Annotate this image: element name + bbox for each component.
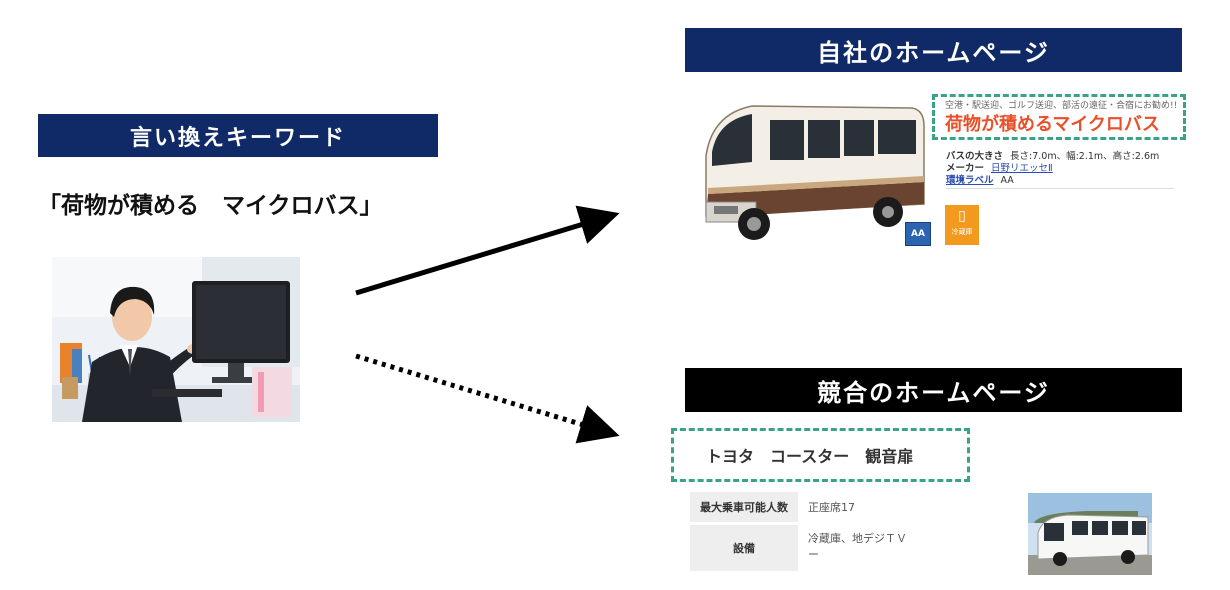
table-row: 最大乗車可能人数 正座席17 — [690, 492, 920, 522]
spec-size: バスの大きさ 長さ:7.0m、幅:2.1m、高さ:2.6m — [946, 148, 1159, 162]
table-cell: 正座席17 — [808, 501, 855, 514]
spec-maker: メーカー 日野リエッセⅡ — [946, 160, 1053, 174]
fridge-label: 冷蔵庫 — [951, 228, 973, 236]
competitor-bus-photo — [1028, 493, 1152, 575]
own-homepage-banner: 自社のホームページ — [685, 28, 1182, 72]
spec-key: バスの大きさ — [946, 151, 1004, 162]
refrigerator-icon: ▯ 冷蔵庫 — [945, 205, 979, 245]
arrow-solid — [355, 205, 620, 296]
competitor-title-box: トヨタ コースター 観音扉 — [671, 428, 970, 482]
spec-table: 最大乗車可能人数 正座席17 設備 冷蔵庫、地デジＴＶ ー — [690, 492, 920, 571]
spec-value: 長さ:7.0m、幅:2.1m、高さ:2.6m — [1010, 151, 1160, 162]
own-tagline: 空港・駅送迎、ゴルフ送迎、部活の遠征・合宿にお勧め!! — [945, 101, 1178, 111]
rephrase-keyword-banner: 言い換えキーワード — [38, 114, 438, 157]
own-headline-box — [932, 94, 1186, 140]
equipment-line: 冷蔵庫、地デジＴＶ — [808, 532, 907, 545]
office-worker-photo — [52, 257, 300, 422]
equipment-line: ー — [808, 548, 819, 561]
microbus-photo — [692, 96, 932, 246]
maker-link[interactable]: 日野リエッセⅡ — [991, 163, 1053, 174]
competitor-title: トヨタ コースター 観音扉 — [706, 447, 914, 466]
arrows — [355, 205, 620, 444]
table-header: 設備 — [690, 525, 798, 571]
divider — [946, 188, 1174, 189]
arrow-dotted — [355, 353, 620, 444]
competitor-homepage-banner: 競合のホームページ — [685, 368, 1182, 412]
table-row: 設備 冷蔵庫、地デジＴＶ ー — [690, 525, 920, 571]
rephrase-keyword-text: 「荷物が積める マイクロバス」 — [38, 193, 383, 219]
spec-value: AA — [1000, 175, 1014, 186]
spec-key: メーカー — [946, 163, 985, 174]
table-header: 最大乗車可能人数 — [690, 492, 798, 522]
aa-label-icon: AA — [905, 222, 931, 246]
spec-eco-label: 環境ラベル AA — [946, 172, 1014, 186]
eco-label-link[interactable]: 環境ラベル — [946, 175, 994, 186]
table-cell: 冷蔵庫、地デジＴＶ ー — [798, 525, 920, 571]
own-headline: 荷物が積めるマイクロバス — [945, 114, 1160, 135]
